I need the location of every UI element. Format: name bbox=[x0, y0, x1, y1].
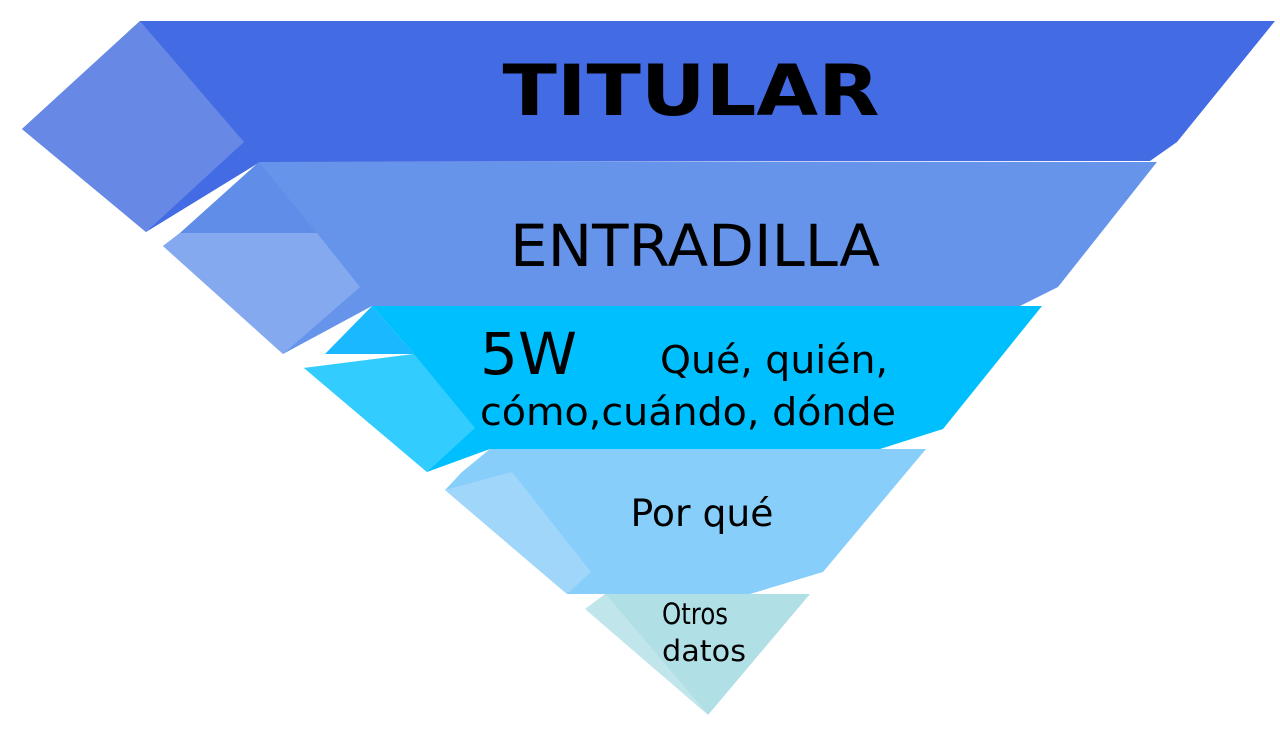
level-otros-datos: Otros datos bbox=[585, 594, 810, 715]
level-otros-datos-side bbox=[585, 594, 708, 715]
level-entradilla-side bbox=[163, 233, 360, 354]
level-entradilla-side-top bbox=[180, 162, 317, 233]
level-por-que: Por qué bbox=[445, 449, 926, 594]
level-otros-datos-label-line2: datos bbox=[662, 634, 746, 668]
level-otros-datos-label-line1: Otros bbox=[662, 597, 728, 631]
level-5w-face bbox=[304, 306, 1042, 472]
level-titular-side bbox=[22, 21, 244, 232]
level-titular-label: TITULAR bbox=[503, 50, 880, 132]
level-5w-detail-line1: Qué, quién, bbox=[660, 338, 888, 382]
level-5w: 5W Qué, quién, cómo,cuándo, dónde bbox=[304, 306, 1042, 472]
level-titular-face bbox=[22, 21, 1275, 232]
level-5w-side-top bbox=[325, 306, 414, 354]
level-por-que-side bbox=[445, 472, 591, 594]
level-5w-side bbox=[304, 354, 475, 472]
level-otros-datos-face bbox=[605, 594, 810, 715]
level-5w-label: 5W bbox=[480, 320, 577, 388]
level-por-que-label: Por qué bbox=[631, 492, 774, 535]
level-titular: TITULAR bbox=[22, 21, 1275, 232]
level-5w-detail-line2: cómo,cuándo, dónde bbox=[480, 390, 896, 434]
level-entradilla-label: ENTRADILLA bbox=[510, 212, 880, 280]
